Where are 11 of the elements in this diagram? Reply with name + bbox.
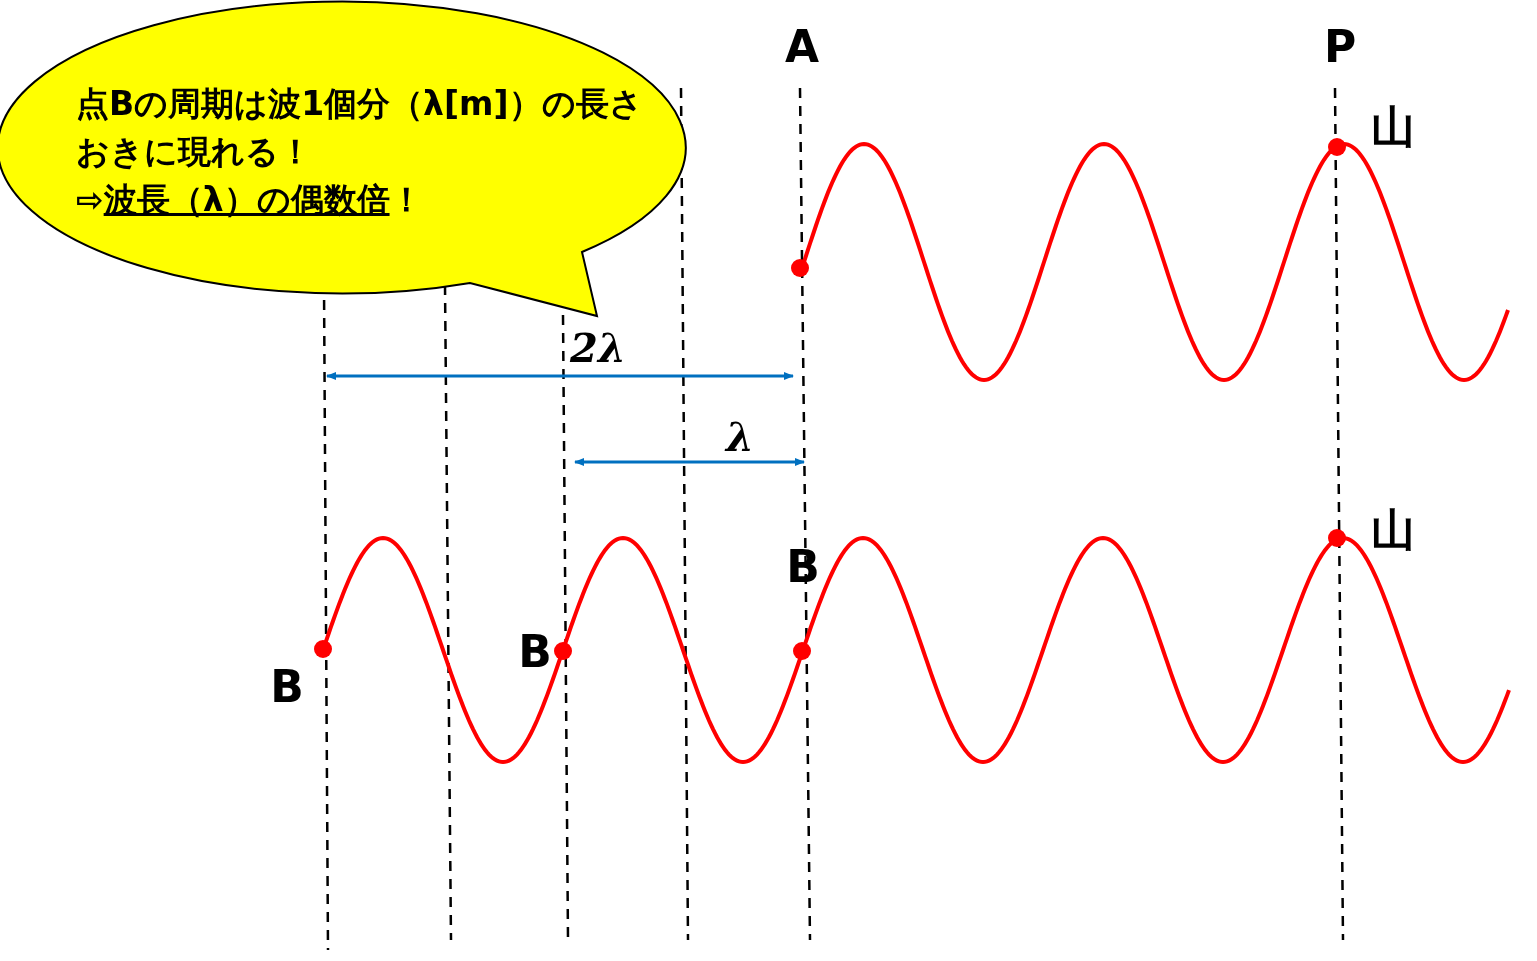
crest-label: 山 (1371, 105, 1415, 149)
crest-label: 山 (1371, 508, 1415, 552)
dimension-label: λ (726, 417, 754, 457)
callout-text: 点Bの周期は波1個分（λ[m]）の長さおきに現れる！ (76, 83, 644, 173)
point-label: B (518, 630, 552, 674)
callout-text: ⇨波長（λ）の偶数倍！ (76, 178, 424, 221)
point-label: P (1323, 25, 1357, 69)
point-label: A (784, 25, 820, 69)
point-label: B (786, 545, 820, 589)
dimension-label: 2λ (570, 328, 626, 368)
point-label: B (270, 665, 304, 709)
